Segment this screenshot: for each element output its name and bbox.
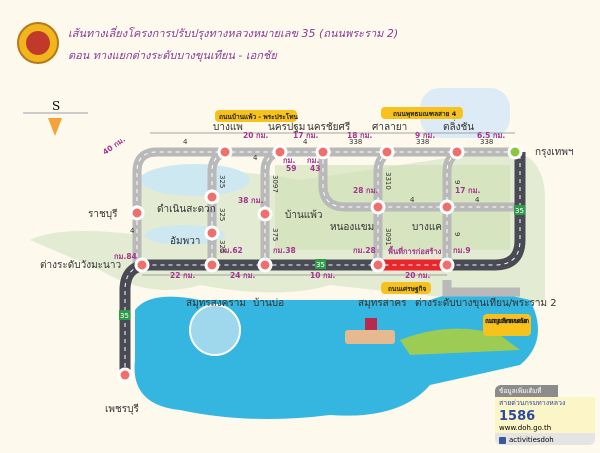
road-4: 4 (475, 196, 480, 204)
road-3097: 3097 (271, 175, 279, 193)
km-62: กม.62 (220, 246, 243, 255)
callout-ban-phaeo-road (215, 110, 297, 122)
doh-logo-inner (26, 31, 50, 55)
distance-24: 24 กม. (230, 271, 256, 280)
km-59-label: กม. (283, 156, 295, 165)
label-damnoen: ดำเนินสะดวก (157, 204, 216, 215)
distance-17b: 17 กม. (455, 186, 481, 195)
label-ban-bo: บ้านบ่อ (253, 297, 284, 309)
km-84: กม.84 (114, 252, 137, 261)
title-line-2: ตอน ทางแยกต่างระดับบางขุนเทียน - เอกชัย (68, 49, 278, 62)
road-325: 325 (218, 240, 226, 253)
callout-phutthamonthon (381, 107, 463, 119)
website-link[interactable]: www.doh.go.th (499, 424, 552, 432)
distance-17: 17 กม. (293, 131, 319, 140)
river-left (140, 164, 250, 196)
km-9: กม.9 (453, 246, 471, 255)
km-43-value: 43 (310, 164, 320, 173)
callout-setthakit (381, 282, 431, 294)
label-nong-khaem: หนองแขม (330, 222, 374, 233)
label-nakhon-pathom: นครปฐม (268, 122, 305, 133)
distance-20: 20 กม. (243, 131, 269, 140)
hotline-label: สายด่วนกรมทางหลวง (499, 399, 566, 407)
road-35-number: 35 (120, 312, 129, 320)
label-samut-songkhram: สมุทรสงคราม (186, 298, 246, 309)
road-35-number: 35 (316, 261, 325, 269)
callout-setthakit-text: ถนนเศรษฐกิจ (388, 285, 426, 294)
road-4: 4 (130, 227, 135, 235)
sea (134, 292, 538, 419)
label-amphawa: อัมพวา (170, 236, 200, 247)
road-35-shield (514, 205, 525, 215)
label-samut-sakhon: สมุทรสาคร (358, 298, 407, 309)
road-4: 4 (183, 138, 188, 146)
label-sala-ya: ศาลายา (372, 122, 407, 133)
label-bang-phae: บางแพ (213, 122, 243, 133)
road-325: 325 (218, 175, 226, 188)
label-phetchaburi: เพชรบุรี (105, 403, 140, 415)
callout-ban-phaeo-road-text: ถนนบ้านแพ้ว - พระประโทน (219, 112, 299, 121)
km-43-label: กม. (307, 156, 319, 165)
ship (345, 330, 395, 344)
label-ratchaburi: ราชบุรี (88, 208, 118, 220)
distance-40: 40 กม. (101, 135, 127, 157)
construction-label: พื้นที่การก่อสร้าง (388, 245, 442, 256)
distance-10: 10 กม. (310, 271, 336, 280)
callout-kanchanaphisek (483, 314, 531, 336)
road-9: 9 (453, 232, 461, 236)
road-35-shield (315, 259, 326, 269)
label-bang-khun-thian: ต่างระดับบางขุนเทียน/พระราม 2 (415, 297, 557, 309)
bangkok-area (420, 88, 510, 138)
compass-label: S (52, 99, 60, 113)
distance-38: 38 กม. (238, 196, 264, 205)
distance-6-5: 6.5 กม. (477, 131, 505, 140)
road-338: 338 (416, 138, 429, 146)
road-3310: 3310 (384, 172, 392, 190)
road-375: 375 (271, 228, 279, 241)
distance-18: 18 กม. (347, 131, 373, 140)
label-nakhon-chai-si: นครชัยศรี (307, 121, 351, 133)
salt-pan (189, 304, 241, 356)
label-ban-phaeo: บ้านแพ้ว (285, 209, 322, 221)
distance-28: 28 กม. (353, 186, 379, 195)
km-59-value: 59 (286, 164, 296, 173)
road-3091: 3091 (384, 228, 392, 246)
road-338: 338 (480, 138, 493, 146)
road-35-number: 35 (515, 207, 524, 215)
distance-20b: 20 กม. (405, 271, 431, 280)
ship-cabin (365, 318, 377, 330)
label-wang-manao: ต่างระดับวังมะนาว (40, 260, 121, 271)
road-4: 4 (410, 196, 415, 204)
bangkok-node (507, 144, 523, 160)
info-header: ข้อมูลเพิ่มเติมที่ (495, 385, 558, 397)
road-4: 4 (303, 138, 308, 146)
km-28: กม.28 (353, 246, 376, 255)
facebook-handle: activitiesdoh (509, 436, 554, 444)
road-325: 325 (218, 208, 226, 221)
distance-9: 9 กม. (415, 131, 435, 140)
compass-arrow-icon (48, 118, 62, 136)
facebook-icon (499, 436, 506, 444)
road-338: 338 (349, 138, 362, 146)
route-nodes (117, 144, 465, 383)
label-bang-khae: บางแค (412, 222, 442, 233)
facebook-link[interactable]: activitiesdoh (499, 435, 591, 445)
info-box: ข้อมูลเพิ่มเติมที่ สายด่วนกรมทางหลวง 158… (495, 385, 595, 445)
title-line-1: เส้นทางเลี่ยงโครงการปรับปรุงทางหลวงหมายเ… (68, 25, 398, 40)
road-35-shield (119, 310, 130, 320)
hotline-number: 1586 (499, 409, 536, 424)
road-9: 9 (453, 180, 461, 184)
callout-phutthamonthon-text: ถนนพุทธมณฑลสาย 4 (393, 110, 457, 118)
label-taling-chan: ตลิ่งชัน (443, 119, 474, 133)
distance-22: 22 กม. (170, 271, 196, 280)
km-38: กม.38 (273, 246, 296, 255)
callout-kanchanaphisek-text: ถนนกาญจนาภิเษก วงแหวนตะวันตก (485, 317, 529, 325)
road-4: 4 (253, 154, 258, 162)
label-bangkok: กรุงเทพฯ (535, 147, 574, 158)
river-left2 (145, 225, 225, 245)
